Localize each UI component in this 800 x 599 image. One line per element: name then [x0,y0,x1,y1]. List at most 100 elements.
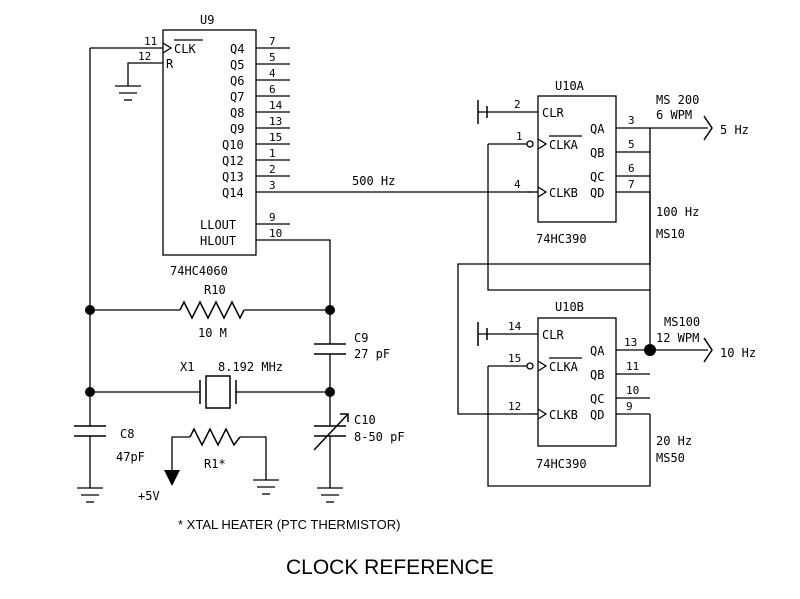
c10-arrow-head [340,413,349,422]
r1-ref: R1* [204,457,226,471]
u9-output-q13: Q13 2 [222,163,290,184]
junction-dot [85,305,95,315]
label-12wpm: 12 WPM [656,331,699,345]
r10-value: 10 M [198,326,227,340]
u9-output-q5: Q5 5 [230,51,290,72]
u9-output-pin-number: 5 [269,51,276,64]
junction-dot [644,344,656,356]
u9-output-pin-number: 13 [269,115,282,128]
u10b-clr-label: CLR [542,328,564,342]
u10a-part: 74HC390 [536,232,587,246]
u9-hlout-wire [256,239,331,310]
u10a-qa-pin: 3 [628,114,635,127]
u10b-clka-pin: 15 [508,352,521,365]
u9-output-pin-number: 6 [269,83,276,96]
x1-value: 8.192 MHz [218,360,283,374]
r1-ground-symbol [253,479,279,495]
u9-output-q7: Q7 6 [230,83,290,104]
u9-output-label: Q6 [230,74,244,88]
u9-output-label: Q7 [230,90,244,104]
u10b-clkb-label: CLKB [549,408,578,422]
u10a-qb-label: QB [590,146,604,160]
label-500hz: 500 Hz [352,174,395,188]
u9-output-q4: Q4 7 [230,35,290,56]
vcc-label: +5V [138,489,160,503]
u9-output-q6: Q6 4 [230,67,290,88]
u10b-clka-label: CLKA [549,360,579,374]
output-5hz-connector-icon [703,115,713,141]
u10b-counter: U10B 74HC390 14 CLR 15 CLKA 12 CLKB QA 1… [477,300,650,471]
u9-output-pin-number: 2 [269,163,276,176]
u9-output-label: Q13 [222,170,244,184]
u9-output-pins: Q4 7 Q5 5 Q6 4 Q7 6 Q8 14 [222,35,290,200]
u9-hlout-label: HLOUT [200,234,236,248]
u9-output-label: Q5 [230,58,244,72]
u9-output-label: Q9 [230,122,244,136]
u10a-clka-pin: 1 [516,130,523,143]
u10a-qd-pin: 7 [628,178,635,191]
u9-part: 74HC4060 [170,264,228,278]
u9-ref: U9 [200,13,214,27]
u10a-clka-bubble [526,140,534,148]
u9-output-pin-number: 14 [269,99,283,112]
u10a-ref: U10A [555,79,585,93]
u10b-part: 74HC390 [536,457,587,471]
u10b-qc-pin: 10 [626,384,639,397]
u10b-body [537,317,617,447]
u9-r-label: R [166,57,174,71]
vcc-arrow-icon [164,470,180,486]
u10a-clkb-edge [537,186,548,198]
u9-output-pin-number: 15 [269,131,282,144]
u9-output-label: Q4 [230,42,244,56]
u9-output-pin-number: 3 [269,179,276,192]
output-10hz-connector-icon [703,337,713,363]
u10a-qd-label: QD [590,186,604,200]
c10-ref: C10 [354,413,376,427]
u10a-clr-label: CLR [542,106,564,120]
u10b-ref: U10B [555,300,584,314]
u10b-qb-pin: 11 [626,360,639,373]
u10a-qa-label: QA [590,122,605,136]
u9-llout-label: LLOUT [200,218,236,232]
c9-ref: C9 [354,331,368,345]
u9-output-q10: Q10 15 [222,131,290,152]
u9-llout-pin-number: 9 [269,211,276,224]
u9-output-q8: Q8 14 [230,99,290,120]
label-5hz: 5 Hz [720,123,749,137]
u10b-qc-label: QC [590,392,604,406]
c10-trimmer-arrow [313,413,349,451]
x1-crystal-body [205,375,231,409]
u10a-clkb-label: CLKB [549,186,578,200]
u9-output-label: Q12 [222,154,244,168]
u10b-qd-label: QD [590,408,604,422]
u9-clk-pin-number: 11 [144,35,157,48]
c8-ref: C8 [120,427,134,441]
x1-ref: X1 [180,360,194,374]
junction-dot [85,387,95,397]
u9-output-pin-number: 1 [269,147,276,160]
u10b-clkb-pin: 12 [508,400,521,413]
u10a-qd-to-u10b-clkb-wire [457,192,651,415]
schematic-title: CLOCK REFERENCE [286,556,494,579]
u10a-clkb-pin: 4 [514,178,521,191]
u10b-qd-pin: 9 [626,400,633,413]
u10a-clr-pin: 2 [514,98,521,111]
c10-ground-symbol [317,487,343,503]
label-20hz: 20 Hz [656,434,692,448]
junction-dot [325,387,335,397]
u10b-qb-label: QB [590,368,604,382]
label-100hz: 100 Hz [656,205,699,219]
u9-counter: U9 74HC4060 11 CLK 12 R Q4 7 Q5 5 [90,13,331,310]
label-ms200: MS 200 [656,93,699,107]
u10a-qb-pin: 5 [628,138,635,151]
junction-dot [325,305,335,315]
u10a-body [537,95,617,223]
u9-output-q14: Q14 3 [222,179,290,200]
u10a-counter: U10A 74HC390 2 CLR 1 CLKA 4 CLKB QA 3 QB… [477,79,650,246]
u10a-clka-edge [537,138,548,150]
u10b-clr-pin: 14 [508,320,522,333]
r10-ref: R10 [204,283,226,297]
u10b-clka-bubble [526,362,534,370]
u10b-qd-to-clka-wire [487,366,651,487]
